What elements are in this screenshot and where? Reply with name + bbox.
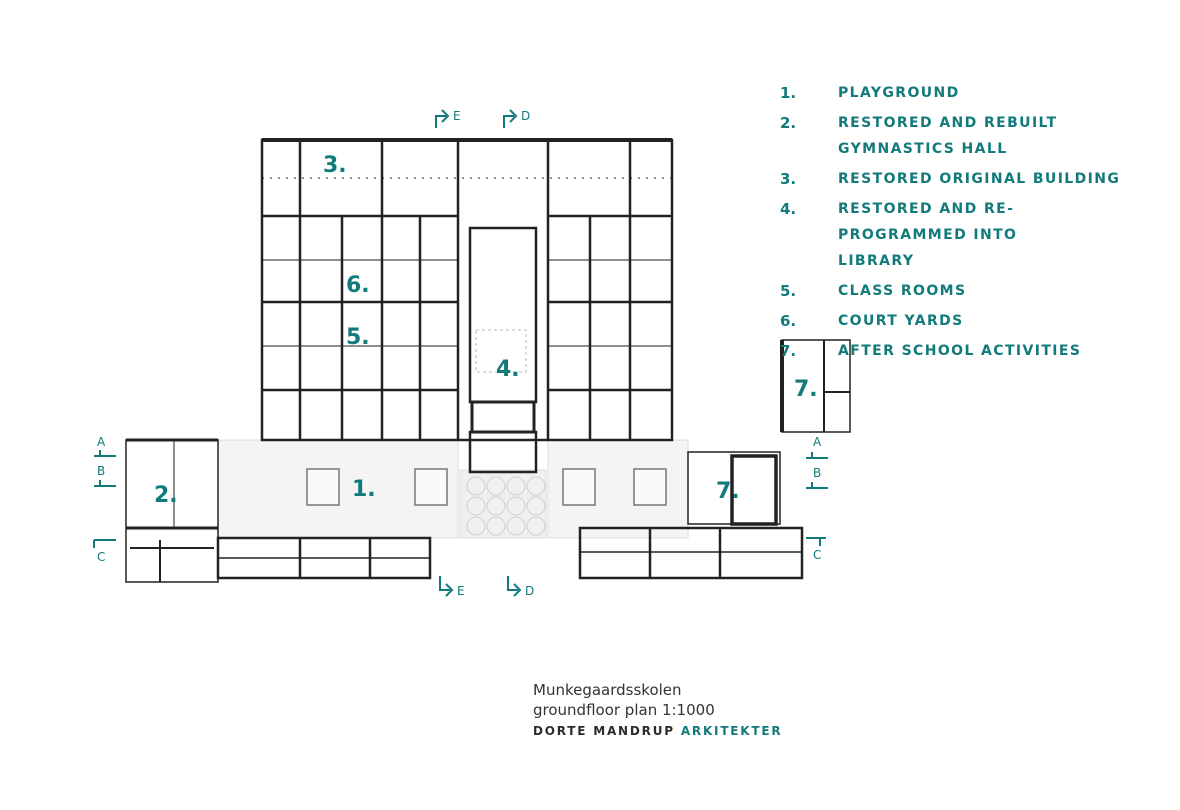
legend: 1. PLAYGROUND 2. RESTORED AND REBUILT GY… xyxy=(780,80,1170,368)
south-wings xyxy=(216,526,804,580)
legend-number: 4. xyxy=(780,200,797,218)
section-mark-c-right: C xyxy=(813,548,821,562)
legend-item: 7. AFTER SCHOOL ACTIVITIES xyxy=(780,338,1170,364)
plan-number-6: 6. xyxy=(346,273,370,298)
legend-item: 2. RESTORED AND REBUILT GYMNASTICS HALL xyxy=(780,110,1170,162)
section-mark-d-bottom: D xyxy=(525,584,534,598)
section-mark-d-top: D xyxy=(521,109,530,123)
section-mark-c-left: C xyxy=(97,550,105,564)
legend-item: 5. CLASS ROOMS xyxy=(780,278,1170,304)
legend-item: 3. RESTORED ORIGINAL BUILDING xyxy=(780,166,1170,192)
playground-features xyxy=(306,468,667,506)
main-building xyxy=(260,138,674,442)
legend-number: 6. xyxy=(780,312,797,330)
legend-number: 1. xyxy=(780,84,797,102)
legend-item: 4. RESTORED AND RE-PROGRAMMED INTO LIBRA… xyxy=(780,196,1170,274)
library-block xyxy=(468,226,538,474)
playground-area xyxy=(217,439,689,539)
caption: Munkegaardsskolen groundfloor plan 1:100… xyxy=(533,680,782,742)
plan-number-4: 4. xyxy=(496,357,520,382)
legend-label: PLAYGROUND xyxy=(838,85,960,101)
section-mark-b-left: B xyxy=(97,464,105,478)
plan-number-1: 1. xyxy=(352,477,376,502)
legend-label: RESTORED AND RE-PROGRAMMED INTO LIBRARY xyxy=(838,201,1018,269)
legend-label: RESTORED AND REBUILT GYMNASTICS HALL xyxy=(838,115,1058,157)
legend-label: RESTORED ORIGINAL BUILDING xyxy=(838,171,1121,187)
legend-number: 2. xyxy=(780,114,797,132)
legend-item: 6. COURT YARDS xyxy=(780,308,1170,334)
section-mark-e-top: E xyxy=(453,109,461,123)
plan-number-3: 3. xyxy=(323,153,347,178)
legend-number: 5. xyxy=(780,282,797,300)
plan-number-5: 5. xyxy=(346,325,370,350)
legend-label: AFTER SCHOOL ACTIVITIES xyxy=(838,343,1082,359)
circle-pattern xyxy=(466,476,546,536)
firm-name-dark: DORTE MANDRUP xyxy=(533,724,675,738)
plan-number-2: 2. xyxy=(154,483,178,508)
section-mark-b-right: B xyxy=(813,466,821,480)
after-school-building xyxy=(687,339,851,526)
legend-item: 1. PLAYGROUND xyxy=(780,80,1170,106)
section-mark-e-bottom: E xyxy=(457,584,465,598)
plan-number-7-south: 7. xyxy=(716,479,740,504)
firm-name-accent: ARKITEKTER xyxy=(680,724,783,738)
firm-name: DORTE MANDRUP ARKITEKTER xyxy=(533,720,782,742)
legend-number: 7. xyxy=(780,342,797,360)
legend-number: 3. xyxy=(780,170,797,188)
section-arrows xyxy=(93,109,828,597)
section-mark-a-right: A xyxy=(813,435,822,449)
caption-subtitle: groundfloor plan 1:1000 xyxy=(533,701,715,719)
section-mark-a-left: A xyxy=(97,435,106,449)
legend-label: COURT YARDS xyxy=(838,313,964,329)
plan-number-7-north: 7. xyxy=(794,377,818,402)
caption-title: Munkegaardsskolen xyxy=(533,681,682,699)
gymnastics-hall xyxy=(125,438,219,583)
legend-label: CLASS ROOMS xyxy=(838,283,967,299)
